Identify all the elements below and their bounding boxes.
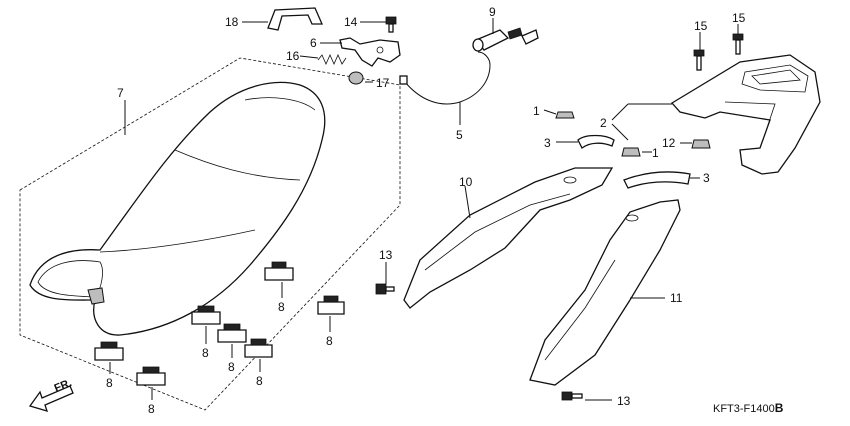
callout-8c: 8 [202, 346, 209, 360]
callout-8d: 8 [228, 360, 235, 374]
seat [29, 81, 326, 336]
seat-damper-4 [217, 323, 247, 343]
collar [348, 71, 364, 85]
callout-18: 18 [225, 15, 239, 29]
callout-13a: 13 [379, 248, 393, 262]
nut-1b [621, 147, 641, 157]
nut-12 [691, 139, 711, 149]
callout-12: 12 [662, 136, 676, 150]
callout-2: 2 [600, 116, 607, 130]
nut-1a [555, 111, 575, 119]
bolt-15b [732, 33, 744, 55]
callout-6: 6 [310, 36, 317, 50]
seat-bracket [267, 7, 323, 31]
callout-17: 17 [376, 76, 390, 90]
grab-rail [670, 54, 821, 175]
callout-11: 11 [670, 291, 683, 305]
callout-9: 9 [489, 5, 496, 19]
rear-cowl-10 [403, 167, 614, 309]
callout-7: 7 [117, 86, 124, 100]
bolt-13b [561, 391, 583, 401]
callout-8a: 8 [278, 300, 285, 314]
bolt-15a [693, 49, 705, 71]
seat-latch [339, 37, 401, 67]
seat-damper-1 [264, 261, 294, 281]
seat-lock-cable [399, 51, 491, 105]
callout-13b: 13 [617, 394, 631, 408]
callout-5: 5 [456, 128, 463, 142]
callout-3a: 3 [544, 136, 551, 150]
diagram-code: KFT3-F1400B [713, 401, 784, 415]
callout-15a: 15 [694, 19, 708, 33]
seat-damper-6 [94, 341, 124, 361]
callout-10: 10 [459, 175, 473, 189]
callout-8b: 8 [326, 334, 333, 348]
callout-8f: 8 [106, 376, 113, 390]
seat-damper-3 [191, 305, 221, 325]
seat-group-outline [19, 57, 401, 411]
callout-8e: 8 [256, 374, 263, 388]
seal-3a [577, 134, 615, 149]
spring [317, 54, 347, 65]
callout-1b: 1 [652, 146, 659, 160]
leader-lines [109, 18, 739, 401]
key-lock [472, 27, 539, 52]
bolt-13a [375, 283, 395, 295]
callout-8g: 8 [148, 402, 155, 416]
seal-3b [623, 171, 691, 189]
callout-16: 16 [286, 49, 300, 63]
seat-damper-2 [317, 295, 345, 315]
callout-14: 14 [344, 15, 358, 29]
seat-damper-7 [136, 366, 166, 386]
bolt-14 [385, 16, 397, 33]
callout-1a: 1 [533, 104, 540, 118]
callout-3b: 3 [703, 171, 710, 185]
callout-15b: 15 [732, 11, 746, 25]
side-cover-11 [529, 199, 681, 386]
seat-damper-5 [244, 338, 273, 358]
front-direction-arrow: FR. [28, 377, 74, 412]
